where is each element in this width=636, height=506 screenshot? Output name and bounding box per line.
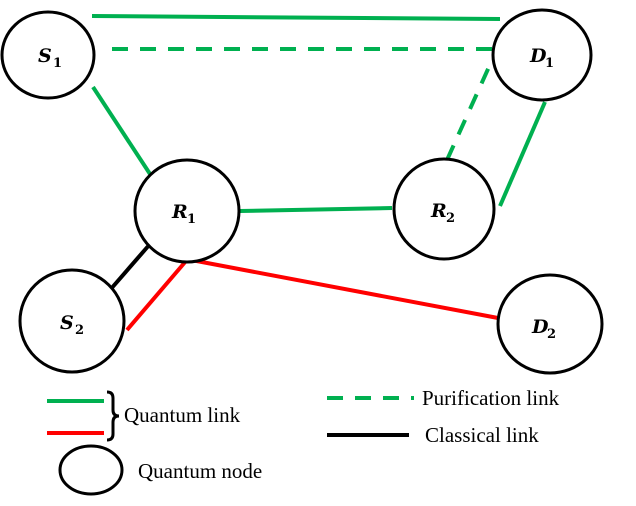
legend-node-circle: [58, 444, 124, 496]
node-letter: S: [60, 312, 74, 334]
node-letter: R: [430, 200, 447, 222]
link-r1-r2-quantum: [239, 206, 393, 213]
node-subscript: 2: [75, 323, 84, 338]
node-d1: D 1: [491, 8, 593, 102]
node-letter: D: [531, 316, 549, 338]
legend: Quantum link Purification link Classical…: [47, 386, 560, 496]
node-d2: D 2: [496, 273, 604, 375]
link-r2-d1-purification: [445, 57, 495, 161]
node-circle: [496, 273, 604, 375]
node-subscript: 2: [446, 211, 455, 226]
node-subscript: 1: [545, 56, 554, 71]
node-subscript: 2: [547, 327, 556, 342]
node-circle: [18, 268, 126, 374]
legend-brace-icon: [106, 390, 120, 442]
legend-quantum-link-label: Quantum link: [124, 403, 241, 427]
node-circle: [133, 158, 241, 264]
legend-classical-link-label: Classical link: [425, 423, 539, 447]
node-r2: R 2: [392, 157, 496, 261]
node-s2: S 2: [18, 268, 126, 374]
node-circle: [491, 8, 593, 102]
link-r1-d2-quantum: [185, 257, 499, 320]
node-circle: [392, 157, 496, 261]
link-r1-s2-quantum: [125, 259, 188, 332]
node-r1: R 1: [133, 158, 241, 264]
node-subscript: 1: [187, 212, 196, 227]
link-s1-r1-quantum: [91, 85, 152, 176]
link-r2-d1-quantum: [498, 101, 547, 207]
link-s1-d1-quantum: [91, 14, 501, 21]
node-letter: S: [38, 45, 52, 67]
node-letter: D: [529, 45, 547, 67]
legend-purification-link-label: Purification link: [422, 386, 560, 410]
node-letter: R: [171, 201, 188, 223]
node-circle: [0, 10, 96, 100]
link-r1-s2-classical: [108, 242, 152, 292]
node-s1: S 1: [0, 10, 96, 100]
links-layer: [91, 14, 547, 332]
node-subscript: 1: [53, 56, 62, 71]
legend-quantum-node-label: Quantum node: [138, 459, 262, 483]
